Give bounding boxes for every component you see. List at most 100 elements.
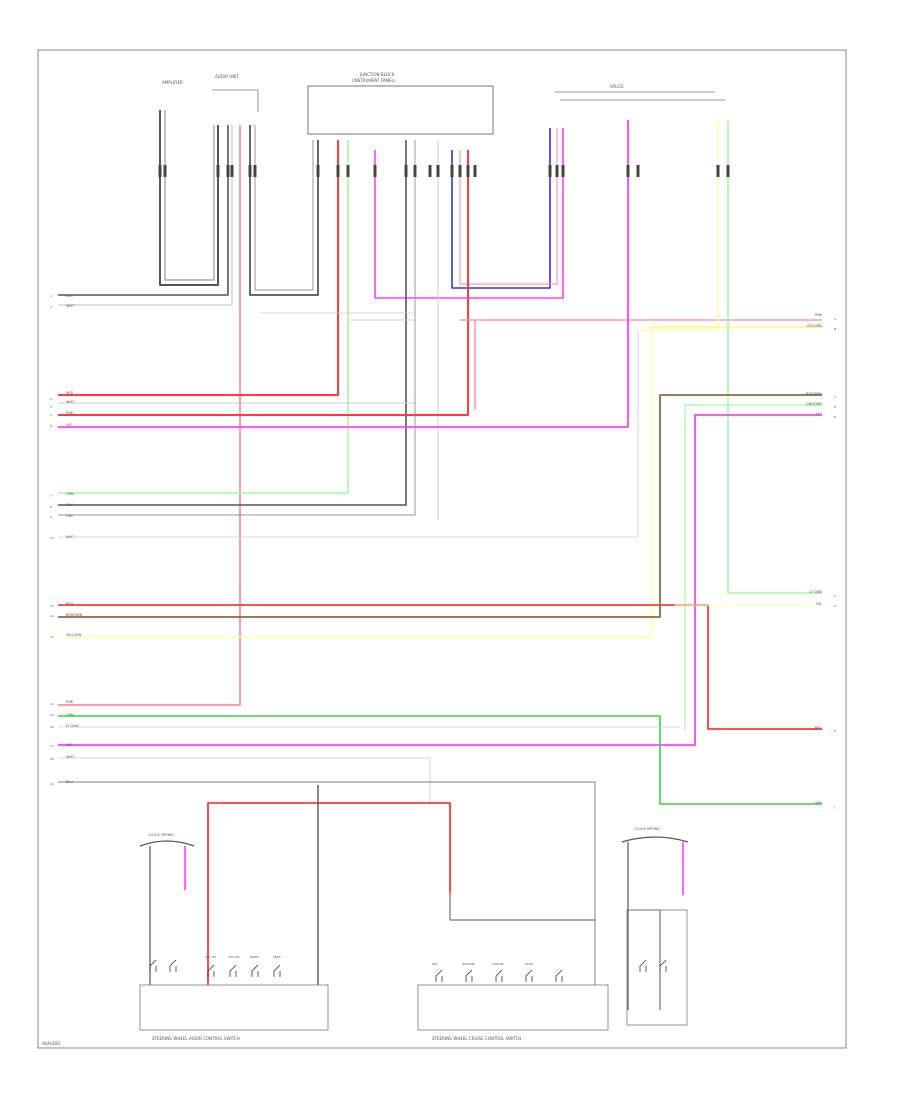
wire-blk-sw2 (449, 893, 595, 921)
wire-violet-r (58, 414, 822, 746)
wire-label: YEL/GRN (807, 324, 823, 328)
clock-spring-left-label: CLOCK SPRING (148, 833, 174, 837)
svg-text:E: E (834, 415, 836, 419)
switch-label: MODE (250, 955, 259, 959)
connector-pin (163, 165, 167, 177)
steering-cruise-caption: STEERING WHEEL CRUISE CONTROL SWITCH (432, 1036, 521, 1041)
connector-pin (428, 165, 432, 177)
audio-unit-bracket (212, 89, 259, 112)
connector-pin (555, 165, 559, 177)
left-wire-labels: BLK WHT RED WHT PNK VIO GRN BLU GRY WHT … (66, 294, 83, 784)
connector-pin (413, 165, 417, 177)
switch-label: CANCEL (492, 962, 504, 966)
svg-text:18: 18 (50, 757, 54, 761)
svg-text:10: 10 (50, 536, 54, 540)
wire-label: VIO (66, 743, 72, 747)
connector-pin (216, 165, 220, 177)
wire-pink-loop (459, 128, 558, 285)
wire-red-2 (58, 150, 469, 416)
wire-label: GRY/GRN (806, 402, 822, 406)
svg-text:17: 17 (50, 744, 54, 748)
junction-sub-label: (INSTRUMENT PANEL) (352, 78, 396, 83)
switch-contact (659, 959, 667, 972)
svg-text:14: 14 (50, 702, 54, 706)
wire-label: PNK (66, 411, 74, 415)
switch-contact (465, 969, 473, 982)
wire-pink-long (58, 125, 241, 706)
connector-pin (458, 165, 462, 177)
wire-blu-low (58, 781, 596, 985)
wire-amp-blk (159, 110, 219, 286)
wire-au-wht (58, 125, 233, 306)
svg-text:F: F (834, 594, 836, 598)
svg-text:D: D (834, 405, 837, 409)
wire-red-1 (58, 140, 339, 396)
svg-text:7: 7 (50, 494, 52, 498)
wire-label: VIO (66, 423, 72, 427)
steering-audio-caption: STEERING WHEEL AUDIO CONTROL SWITCH (152, 1036, 240, 1041)
page-tag: W/AUDIO (42, 1041, 60, 1046)
switch-label: RESUME (462, 962, 475, 966)
switch-label: SET (432, 962, 438, 966)
wire-label: WHT (66, 304, 75, 308)
svg-text:12: 12 (50, 614, 54, 618)
junction-block (307, 85, 494, 135)
wire-label: PNK (815, 313, 823, 317)
wire-label: RED (66, 602, 74, 606)
amp-label: AMPLIFIER (162, 80, 183, 85)
connector-pin (716, 165, 720, 177)
switch-labels: VOL UP VOL DN MODE SEEK SET RESUME CANCE… (205, 955, 533, 966)
wire-label: BLK (66, 294, 73, 298)
connector-pin (626, 165, 630, 177)
wire-label: GRN (66, 713, 74, 717)
junction-label: JUNCTION BLOCK (359, 72, 395, 77)
svg-text:6: 6 (50, 424, 52, 428)
svg-text:4: 4 (50, 405, 52, 409)
switch-contact (149, 959, 157, 972)
wire-label: GRN (814, 801, 822, 805)
wire-blk-1 (58, 140, 407, 506)
wire-right-inner (628, 909, 661, 1010)
switch-contact (169, 959, 177, 972)
wire-wht-row10 (58, 330, 639, 538)
connector-pin (473, 165, 477, 177)
clock-spring-right: CLOCK SPRING (621, 827, 689, 843)
connector-pin (636, 165, 640, 177)
svg-text:11: 11 (50, 604, 54, 608)
connector-pin (404, 165, 408, 177)
wire-gry-grn (684, 404, 822, 730)
connector-pin (466, 165, 470, 177)
wire-green-2 (727, 120, 822, 594)
wire-label: BLU (66, 503, 73, 507)
wire-label: YEL (816, 602, 822, 606)
switch-contacts (149, 959, 667, 982)
switch-contact (207, 964, 215, 977)
wire-label: PNK (66, 700, 74, 704)
wire-label: BLU (66, 780, 73, 784)
switch-label: VOL UP (205, 955, 216, 959)
connector-pin (253, 165, 257, 177)
svg-text:A: A (834, 317, 837, 321)
svg-text:1: 1 (50, 294, 52, 298)
wire-label: LT GRN (810, 590, 823, 594)
wire-label: WHT (66, 755, 75, 759)
svg-text:2: 2 (50, 305, 52, 309)
switch-contact (251, 964, 259, 977)
switch-contact (495, 969, 503, 982)
wire-amp-gry (164, 110, 215, 281)
splice-label: SPLICE (610, 84, 624, 89)
svg-text:19: 19 (50, 782, 54, 786)
svg-text:5: 5 (50, 413, 52, 417)
svg-text:13: 13 (50, 635, 54, 639)
wire-red-r (58, 604, 822, 730)
clock-spring-right-label: CLOCK SPRING (634, 827, 660, 831)
wire-label: WHT (66, 535, 75, 539)
connector-pin (726, 165, 730, 177)
wires (58, 110, 822, 1010)
steering-cruise-switch-box (417, 984, 609, 1031)
wire-label: RED (815, 726, 823, 730)
wire-label: WHT (66, 400, 75, 404)
svg-text:J: J (833, 805, 835, 809)
